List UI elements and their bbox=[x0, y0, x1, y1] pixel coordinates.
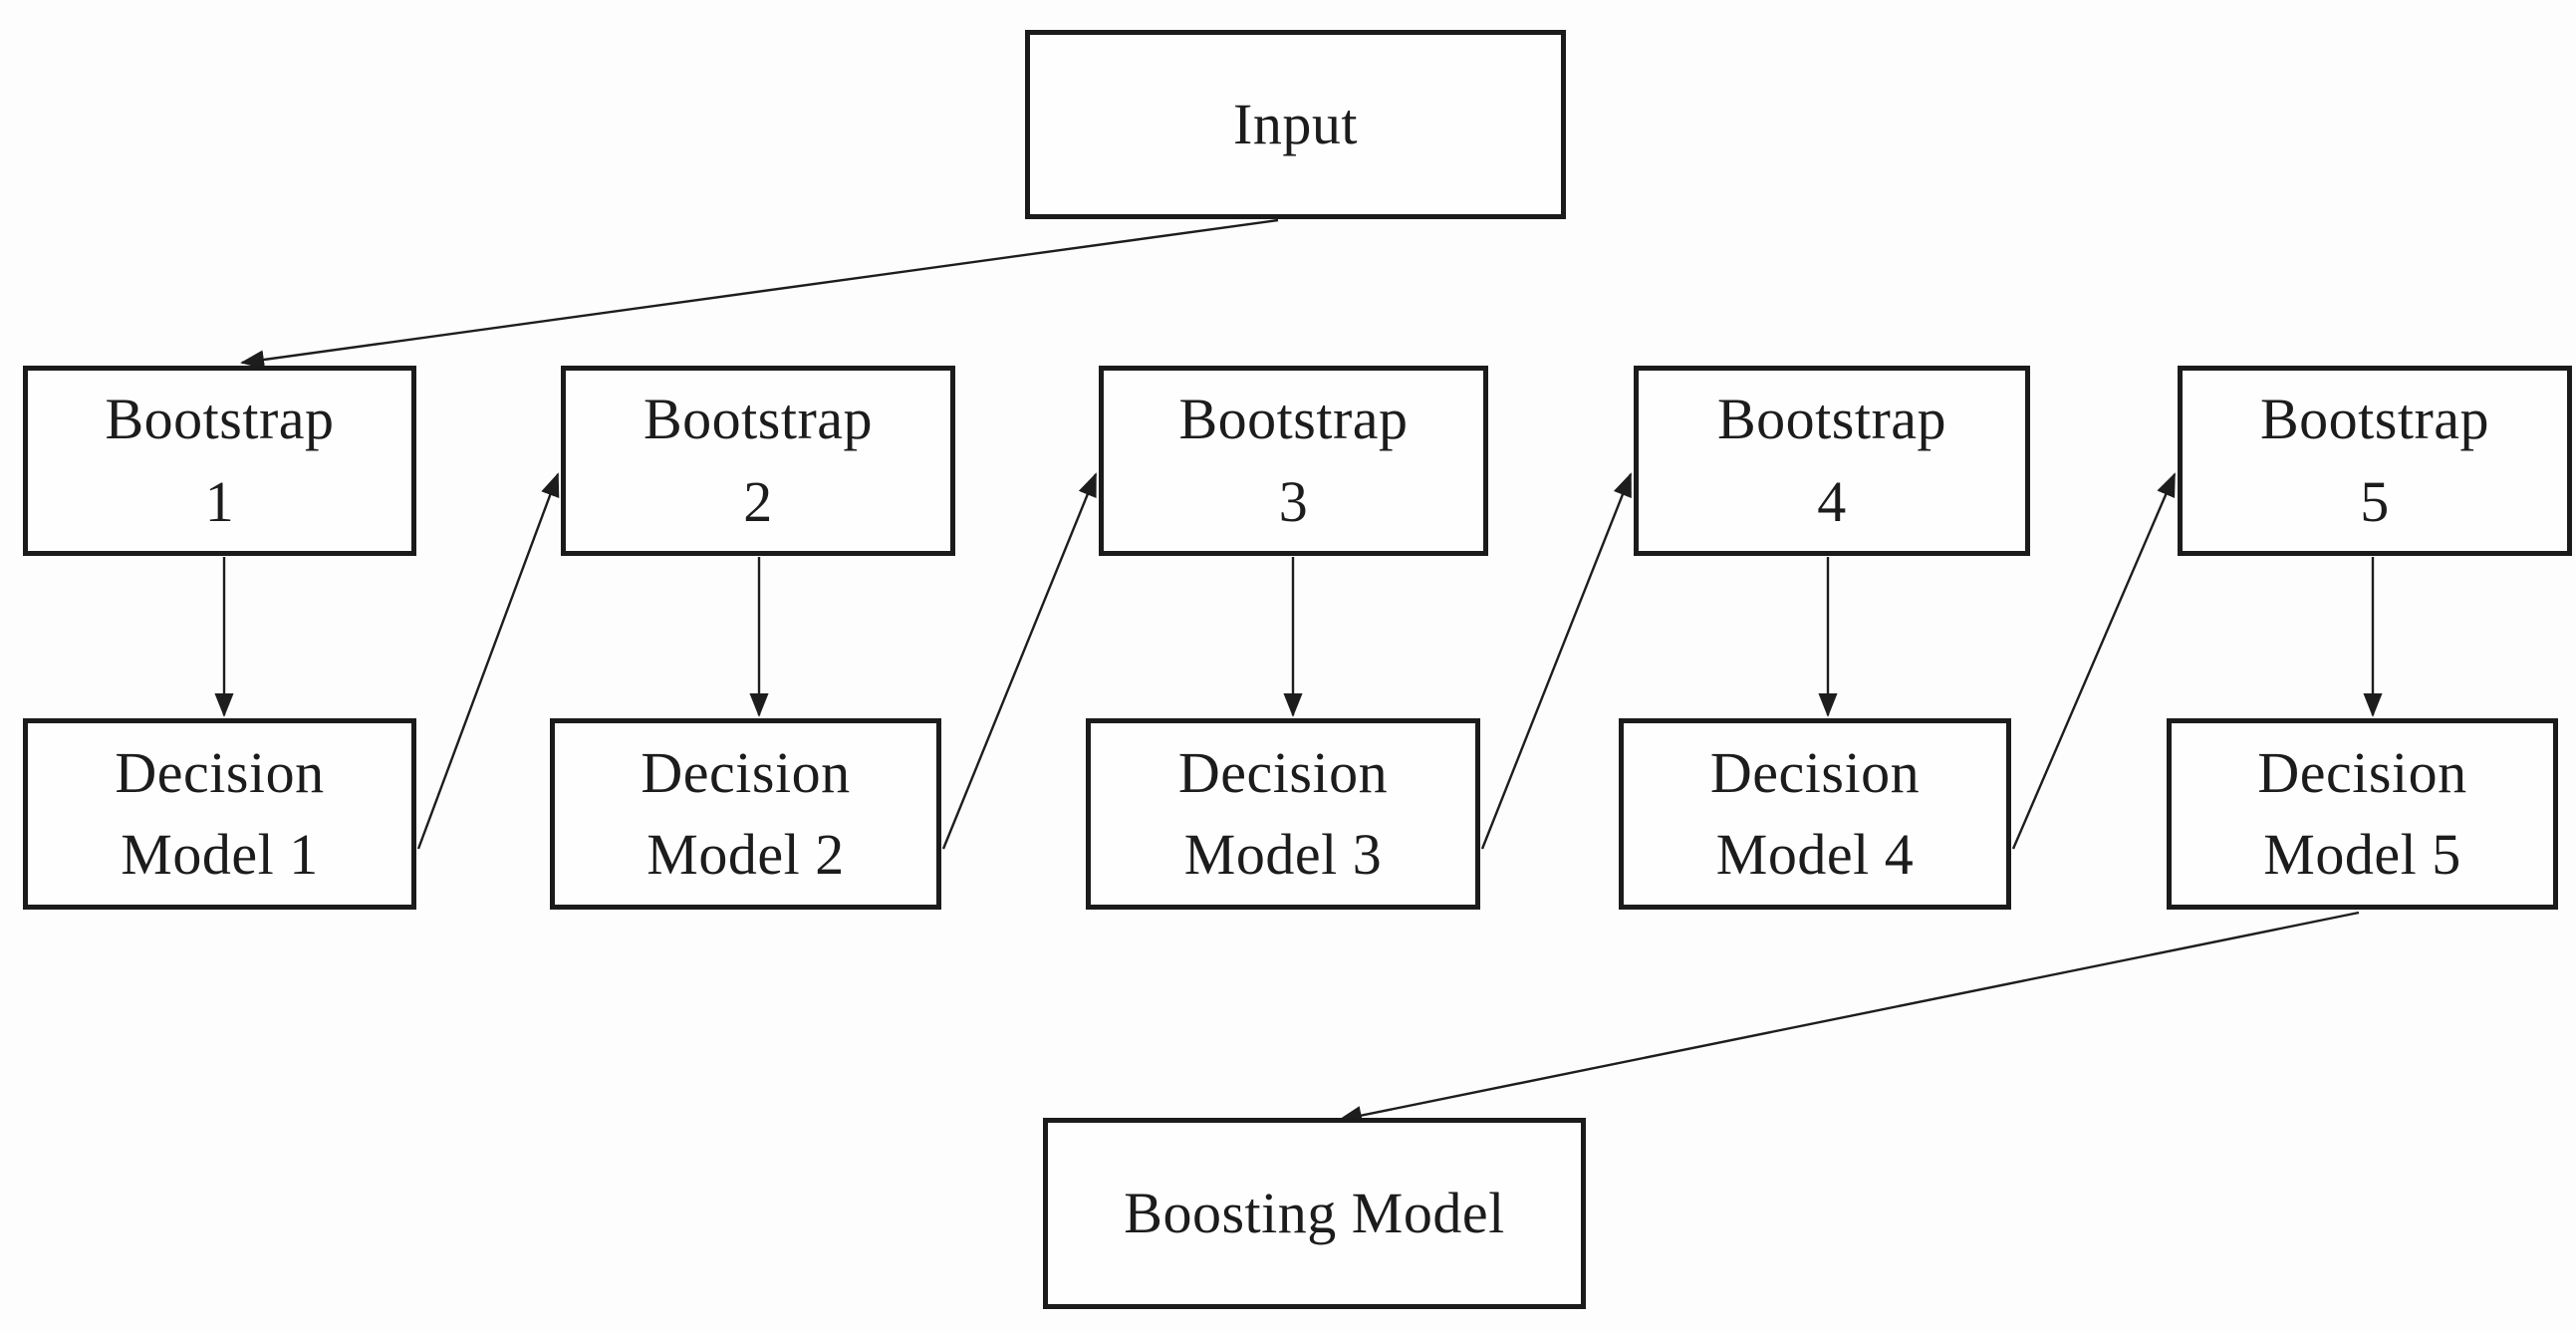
node-input: Input bbox=[1025, 30, 1566, 219]
node-bootstrap-1-label: Bootstrap 1 bbox=[105, 387, 335, 534]
node-bootstrap-3-label: Bootstrap 3 bbox=[1178, 387, 1409, 534]
node-bootstrap-3: Bootstrap 3 bbox=[1099, 366, 1488, 556]
node-decision-model-3-label: Decision Model 3 bbox=[1177, 739, 1389, 887]
node-decision-model-5: Decision Model 5 bbox=[2167, 718, 2558, 910]
node-bootstrap-4-label: Bootstrap 4 bbox=[1716, 387, 1947, 534]
node-bootstrap-5-label: Bootstrap 5 bbox=[2259, 387, 2490, 534]
node-decision-model-5-label: Decision Model 5 bbox=[2257, 739, 2467, 887]
edge-input-to-bootstrap-1 bbox=[240, 218, 1279, 370]
node-bootstrap-2: Bootstrap 2 bbox=[561, 366, 955, 556]
node-decision-model-1-label: Decision Model 1 bbox=[115, 739, 325, 887]
node-bootstrap-2-label: Bootstrap 2 bbox=[643, 387, 874, 534]
node-boosting-model: Boosting Model bbox=[1043, 1118, 1586, 1309]
edge-decision-model-3-to-bootstrap-4 bbox=[1480, 472, 1633, 850]
node-input-label: Input bbox=[1233, 91, 1358, 156]
node-decision-model-4-label: Decision Model 4 bbox=[1709, 739, 1921, 887]
edge-decision-model-4-to-bootstrap-5 bbox=[2011, 472, 2177, 850]
node-decision-model-3: Decision Model 3 bbox=[1086, 718, 1480, 910]
node-decision-model-2: Decision Model 2 bbox=[550, 718, 941, 910]
node-boosting-model-label: Boosting Model bbox=[1124, 1180, 1505, 1245]
node-decision-model-1: Decision Model 1 bbox=[23, 718, 416, 910]
node-decision-model-4: Decision Model 4 bbox=[1619, 718, 2011, 910]
node-bootstrap-1: Bootstrap 1 bbox=[23, 366, 416, 556]
edge-decision-model-1-to-bootstrap-2 bbox=[416, 472, 560, 850]
edge-decision-model-5-to-boosting-model bbox=[1338, 911, 2360, 1126]
edge-decision-model-2-to-bootstrap-3 bbox=[941, 472, 1098, 850]
node-bootstrap-4: Bootstrap 4 bbox=[1634, 366, 2030, 556]
node-decision-model-2-label: Decision Model 2 bbox=[641, 739, 851, 887]
node-bootstrap-5: Bootstrap 5 bbox=[2178, 366, 2572, 556]
